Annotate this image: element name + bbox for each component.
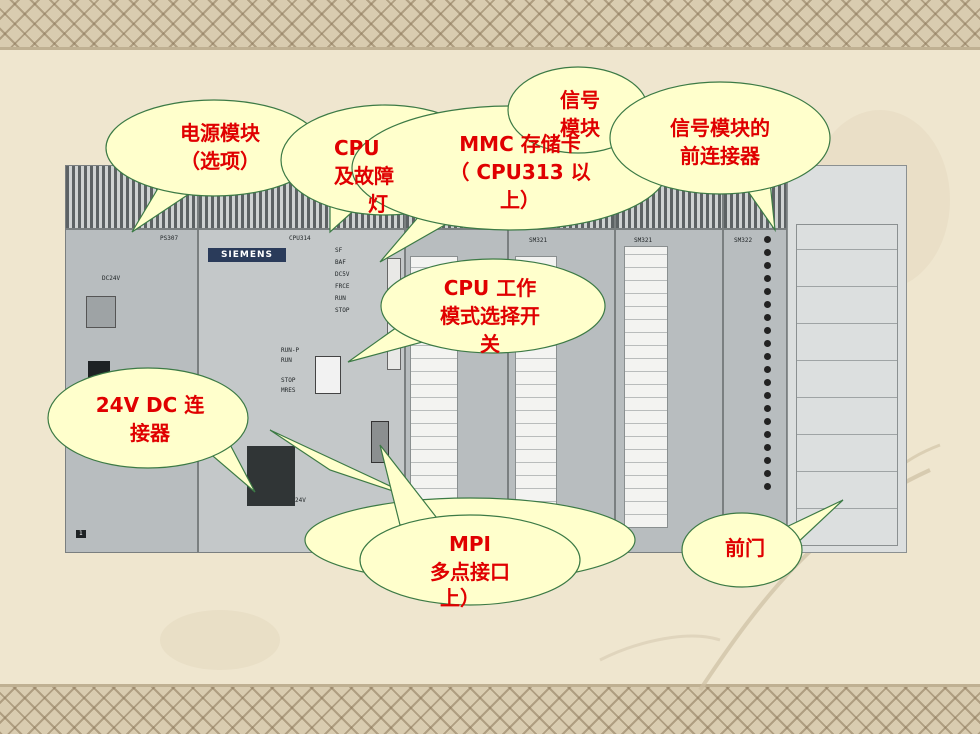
led-baf-label: BAF [335, 259, 346, 266]
callout-hidden-fragment-text: 上） [440, 586, 480, 610]
signal-module-4: SM322 [723, 165, 787, 553]
sm1-model-label: SM321 [529, 237, 548, 244]
mode-mres-label: MRES [281, 387, 296, 394]
sm2-model-label: SM321 [634, 237, 653, 244]
siemens-brand-label: SIEMENS [208, 248, 286, 262]
callout-cpu-leds-line2: 及故障 [334, 164, 394, 188]
callout-cpu-leds-line3: 灯 [368, 192, 388, 216]
dc24-terminal [247, 446, 295, 506]
callout-front-connector-text: 信号模块的 前连接器 [640, 114, 800, 170]
callout-mode-switch-line1: CPU 工作 [443, 276, 537, 300]
callout-cpu-leds-text: CPU 及故障 灯 [300, 134, 410, 218]
callout-power-module-line1: 电源模块 [180, 121, 260, 145]
callout-mode-switch-line2: 模式选择开 [440, 304, 540, 328]
signal-module-3: SM321 [615, 165, 723, 553]
callout-dc24-text: 24V DC 连 接器 [60, 391, 240, 447]
callout-mmc-line2: （ CPU313 以 [449, 160, 591, 184]
callout-signal-module-line1: 信号 [560, 88, 600, 112]
mode-selector-key[interactable] [315, 356, 341, 394]
led-stop-label: STOP [335, 307, 350, 314]
callout-power-module-text: 电源模块 （选项） [120, 119, 320, 175]
wiring-diagram [796, 224, 898, 546]
mode-runp-label: RUN-P [281, 347, 300, 354]
decorative-top-band [0, 0, 980, 50]
callout-dc24-line2: 接器 [130, 421, 170, 445]
decorative-bottom-band [0, 684, 980, 734]
callout-mpi-bubble-body [359, 514, 581, 606]
mode-stop-label: STOP [281, 377, 296, 384]
callout-mpi-bubble [359, 444, 581, 606]
callout-front-door-text: 前门 [725, 536, 765, 560]
cpu-model-label: CPU314 [289, 235, 311, 242]
callout-signal-module-line2: 模块 [560, 116, 600, 140]
callout-mpi-text: MPI 多点接口 [380, 530, 560, 586]
callout-mpi-line1: MPI [448, 532, 491, 556]
sm3-model-label: SM322 [734, 237, 753, 244]
voltage-selector [86, 296, 116, 328]
callout-mpi-line2: 多点接口 [430, 560, 510, 584]
callout-dc24-bubble-body [47, 367, 249, 469]
led-frce-label: FRCE [335, 283, 350, 290]
callout-cpu-leds-line1: CPU [334, 136, 380, 160]
callout-front-connector-bubble [609, 81, 831, 233]
callout-power-module-line2: （选项） [180, 149, 260, 173]
led-run-label: RUN [335, 295, 346, 302]
callout-mode-switch-bubble-body [380, 258, 606, 354]
mode-run-label: RUN [281, 357, 292, 364]
callout-mmc-text: MMC 存储卡 （ CPU313 以 上） [420, 130, 620, 214]
callout-mmc-line3: 上） [500, 188, 540, 212]
led-sf-label: SF [335, 247, 343, 254]
callout-power-module-bubble [105, 99, 323, 233]
callout-mmc-line1: MMC 存储卡 [459, 132, 581, 156]
dc24v-label: DC24V [102, 275, 121, 282]
slot-number-label: 1 [76, 530, 86, 538]
callout-signal-module-text: 信号 模块 [530, 86, 630, 142]
callout-mode-switch-text: CPU 工作 模式选择开 关 [395, 274, 585, 358]
front-connector-pins [764, 236, 771, 496]
callout-hidden-left-bubble-tail [269, 429, 421, 501]
cpu-module: SIEMENS CPU314 SF BAF DC5V FRCE RUN STOP… [198, 165, 405, 553]
ps-model-label: PS307 [160, 235, 179, 242]
callout-dc24-bubble [47, 367, 256, 493]
callout-mode-switch-bubble [347, 258, 606, 363]
front-door-panel[interactable] [787, 165, 907, 553]
callout-dc24-line1: 24V DC 连 [95, 393, 205, 417]
led-dc5v-label: DC5V [335, 271, 350, 278]
terminal-24v-label: 24V [295, 497, 306, 504]
callout-front-door-bubble [681, 499, 844, 588]
callout-front-connector-line1: 信号模块的 [670, 116, 770, 140]
callout-front-connector-line2: 前连接器 [680, 144, 760, 168]
callout-mode-switch-line3: 关 [480, 332, 500, 356]
callout-front-door-bubble-body [681, 512, 803, 588]
callout-front-connector-bubble-body [609, 81, 831, 195]
